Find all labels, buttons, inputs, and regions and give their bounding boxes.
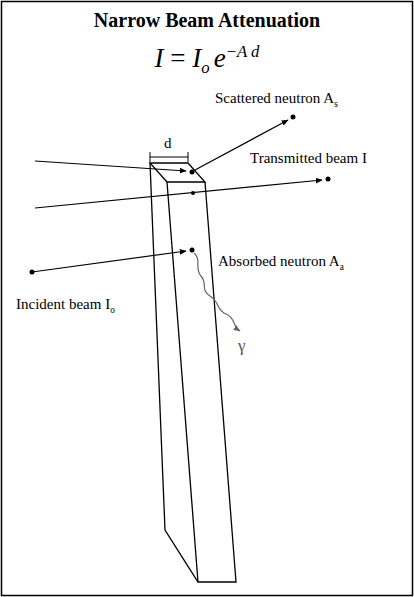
scatter-point (190, 170, 195, 175)
label-text: I (155, 43, 164, 73)
scattered-label: Scattered neutron As (215, 90, 338, 110)
slab-top-face (150, 163, 205, 182)
incident-label: Incident beam Io (16, 296, 115, 316)
thickness-label: d (164, 135, 172, 152)
label-text: d (164, 135, 172, 151)
incident-ray (35, 161, 186, 171)
attenuation-formula: I=Ioe−A d (155, 42, 260, 78)
transmitted-point (326, 177, 331, 182)
label-text: = (170, 43, 185, 73)
transmitted-label: Transmitted beam I (250, 150, 367, 167)
absorption-point (190, 248, 195, 253)
thickness-bracket (150, 152, 188, 162)
label-text: Incident beam I (16, 296, 110, 312)
subscript: a (340, 262, 344, 272)
slab-front-edge (167, 182, 198, 582)
label-text: Transmitted beam I (250, 150, 367, 166)
subscript: o (110, 305, 115, 315)
transmitted-ray (35, 180, 322, 208)
scattered-point (291, 115, 296, 120)
slab (150, 163, 236, 582)
label-text: e (214, 43, 226, 73)
label-text: Absorbed neutron A (218, 253, 340, 269)
subscript: o (201, 58, 209, 77)
slab-outline (150, 163, 236, 582)
label-text: γ (238, 336, 246, 355)
title: Narrow Beam Attenuation (94, 9, 320, 32)
label-text: Scattered neutron A (215, 90, 334, 106)
subscript: s (334, 99, 338, 109)
gamma-label: γ (238, 336, 246, 356)
incident-ray (32, 251, 186, 272)
label-text: I (192, 43, 201, 73)
pass-point (191, 191, 195, 195)
exponent: −A d (226, 42, 260, 61)
absorbed-label: Absorbed neutron Aa (218, 253, 344, 273)
